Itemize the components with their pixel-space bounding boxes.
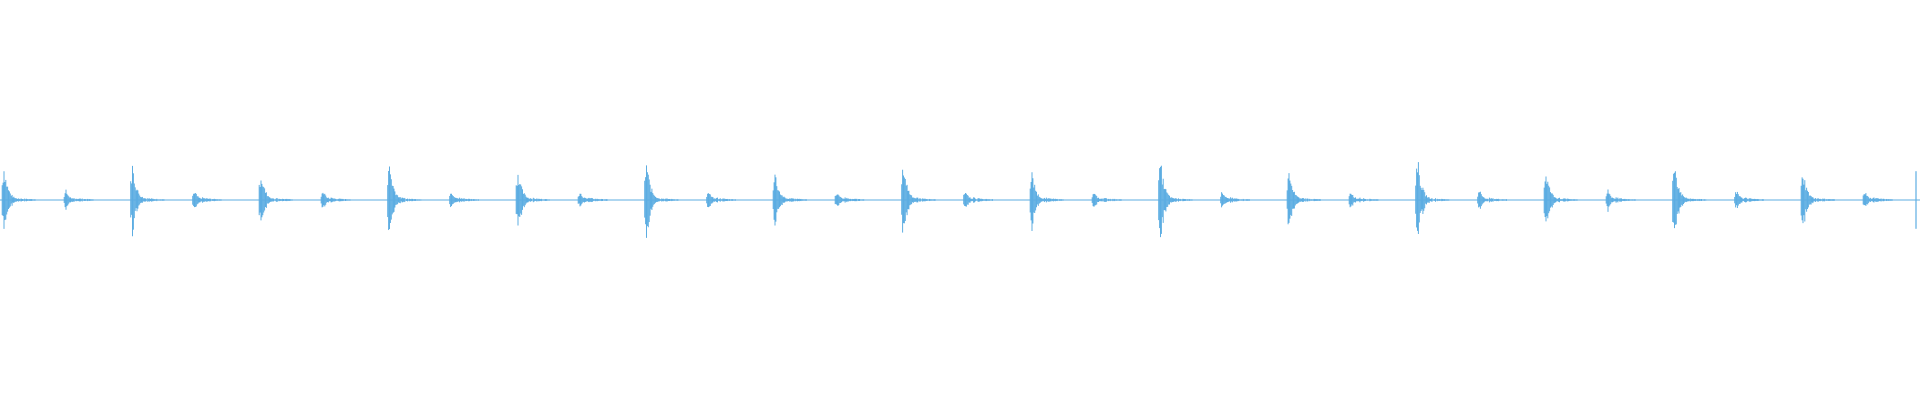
- waveform-beat-echo: [1220, 192, 1250, 208]
- waveform-beat-echo: [963, 193, 993, 207]
- waveform-beat-echo: [192, 193, 222, 208]
- waveform-beat-echo: [1734, 191, 1764, 209]
- waveform-beat-main: [130, 165, 165, 237]
- waveform-beats: [1, 162, 1917, 238]
- waveform-beat-main: [1029, 172, 1064, 231]
- waveform-beat-main: [258, 180, 293, 221]
- waveform-beat-echo: [320, 192, 351, 208]
- waveform-beat-echo: [1477, 191, 1507, 209]
- waveform-beat-main: [644, 165, 679, 238]
- waveform-beat-echo: [834, 194, 865, 206]
- waveform-beat-echo: [63, 189, 94, 210]
- waveform-beat-main: [772, 174, 807, 226]
- waveform-beat-echo: [1348, 193, 1379, 208]
- waveform-beat-echo: [577, 193, 608, 207]
- waveform-beat-main: [387, 166, 422, 231]
- waveform-beat-echo: [1862, 193, 1893, 206]
- waveform-beat-main: [1672, 171, 1707, 229]
- waveform-beat-echo: [449, 193, 479, 208]
- waveform-beat-echo: [706, 193, 736, 208]
- waveform-beat-echo: [1091, 193, 1122, 207]
- waveform-beat-main: [1543, 176, 1578, 222]
- waveform-beat-echo: [1605, 189, 1636, 212]
- waveform-beat-main: [515, 174, 550, 226]
- waveform-beat-main: [901, 169, 936, 233]
- waveform-beat-main: [1286, 173, 1321, 225]
- waveform-beat-main: [1415, 162, 1450, 234]
- waveform-beat-main: [1158, 165, 1193, 238]
- waveform-beat-main: [1, 171, 36, 229]
- waveform-beat-main: [1800, 177, 1835, 224]
